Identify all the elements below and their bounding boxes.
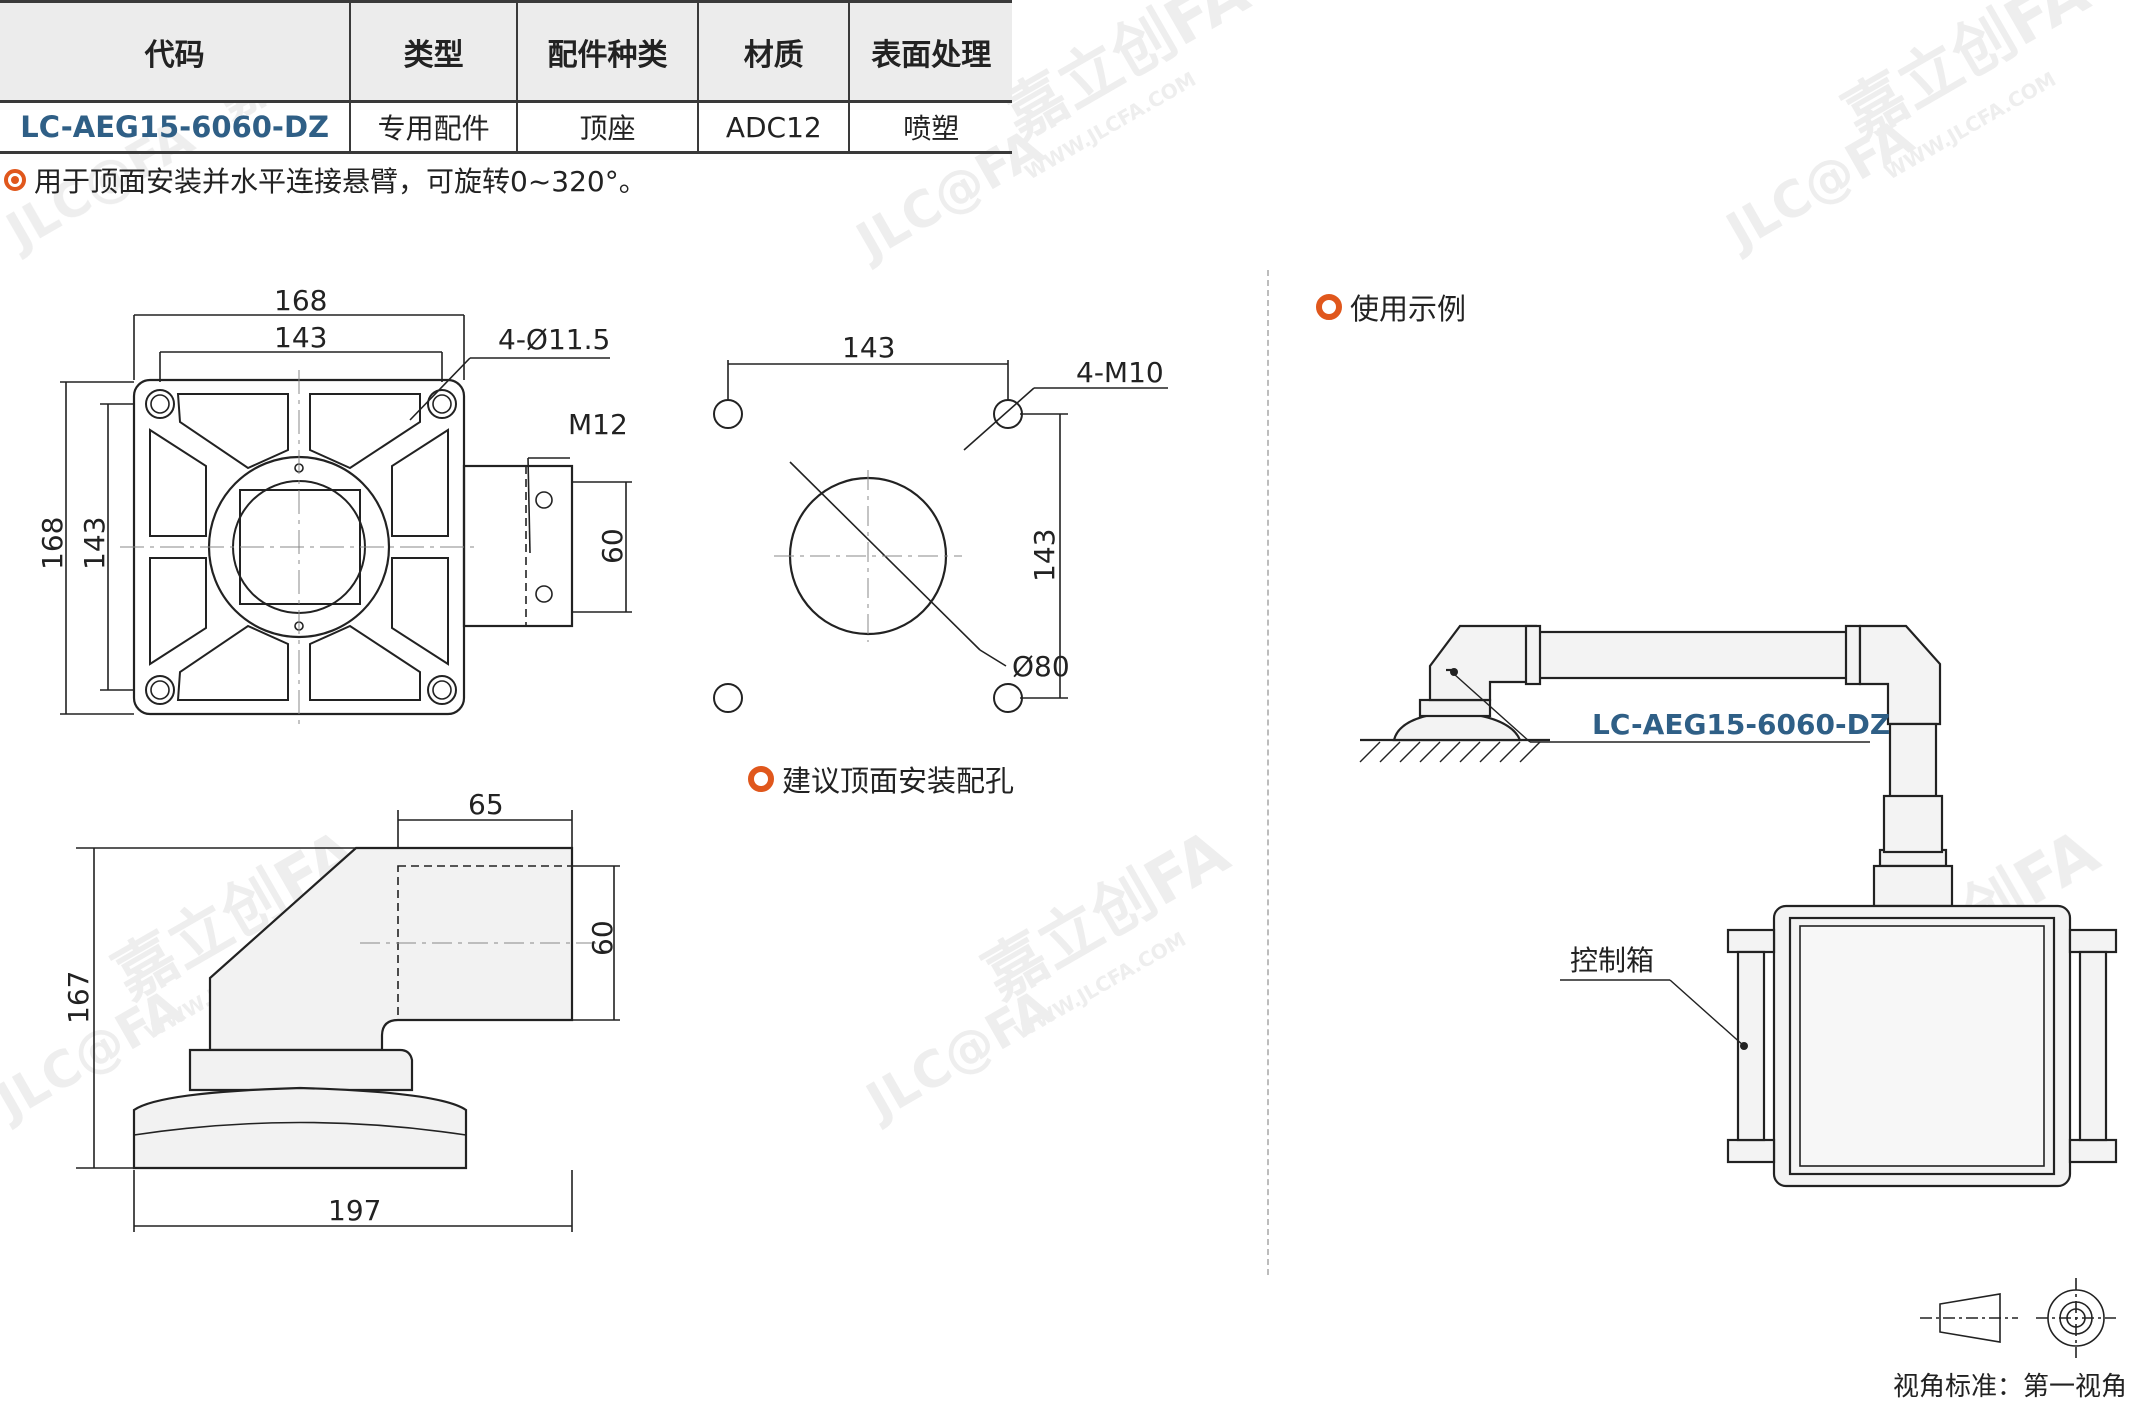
side-dim-right: 60	[586, 920, 619, 956]
usage-box-label: 控制箱	[1570, 944, 1654, 977]
holes-caption-text: 建议顶面安装配孔	[782, 764, 1015, 798]
first-angle-projection-icon	[1920, 1278, 2116, 1358]
watermark-text: JLC@FA	[854, 978, 1063, 1132]
cell-material: ADC12	[698, 101, 851, 154]
holes-caption: 建议顶面安装配孔	[748, 758, 1014, 800]
side-dim-top: 65	[468, 788, 504, 821]
circle-bullet-icon	[1316, 294, 1342, 320]
usage-part-label: LC-AEG15-6060-DZ	[1592, 708, 1890, 741]
leader-dot	[1450, 668, 1458, 676]
watermark-text: JLC@FA	[1714, 108, 1923, 262]
usage-title-text: 使用示例	[1350, 292, 1467, 326]
holes-dia-label: Ø80	[1012, 650, 1070, 683]
header-finish: 表面处理	[849, 0, 1012, 103]
dim-outer-height: 168	[36, 517, 69, 570]
usage-title: 使用示例	[1316, 286, 1466, 328]
header-type: 类型	[350, 0, 518, 103]
thread-label: M12	[568, 408, 628, 441]
hole-label: 4-Ø11.5	[498, 323, 610, 356]
bullet-icon	[4, 169, 26, 191]
dim-side: 60	[596, 528, 629, 564]
top-view-drawing: 168 143 168 143 4-Ø11.5 M12 60	[36, 284, 632, 724]
cell-kind: 顶座	[516, 101, 700, 154]
header-kind: 配件种类	[516, 0, 700, 103]
table-header-row: 代码 类型 配件种类 材质 表面处理	[0, 0, 1012, 103]
dim-inner-height: 143	[78, 517, 111, 570]
header-code: 代码	[0, 0, 352, 103]
table-row: LC-AEG15-6060-DZ 专用配件 顶座 ADC12 喷塑	[0, 101, 1012, 154]
dim-inner-width: 143	[274, 321, 327, 354]
header-material: 材质	[698, 0, 851, 103]
side-view-drawing: 65 60 167 197	[62, 788, 620, 1232]
description-note: 用于顶面安装并水平连接悬臂，可旋转0~320°。	[4, 160, 647, 200]
projection-standard: 视角标准：第一视角	[1892, 1372, 2127, 1402]
circle-bullet-icon	[748, 766, 774, 792]
dim-outer-width: 168	[274, 284, 327, 317]
spec-table: 代码 类型 配件种类 材质 表面处理 LC-AEG15-6060-DZ 专用配件…	[0, 0, 1012, 154]
side-dim-bottom: 197	[328, 1194, 381, 1227]
holes-dim-width: 143	[842, 331, 895, 364]
side-dim-height: 167	[62, 971, 95, 1024]
leader-dot	[1740, 1042, 1748, 1050]
cell-finish: 喷塑	[849, 101, 1012, 154]
description-text: 用于顶面安装并水平连接悬臂，可旋转0~320°。	[34, 165, 647, 198]
usage-illustration: LC-AEG15-6060-DZ 控制箱	[1359, 624, 2118, 1188]
cell-type: 专用配件	[350, 101, 518, 154]
holes-dim-height: 143	[1028, 529, 1061, 582]
section-divider	[1267, 270, 1269, 1275]
hole-pattern-drawing: 143 4-M10 143 Ø80	[713, 331, 1168, 713]
cell-code: LC-AEG15-6060-DZ	[0, 101, 352, 154]
holes-thread-label: 4-M10	[1076, 356, 1164, 389]
